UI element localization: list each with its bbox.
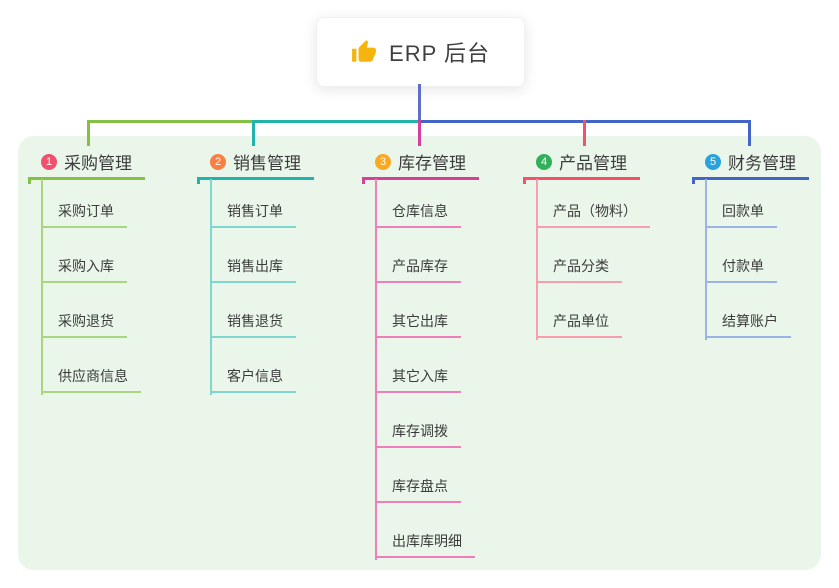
underline-corner-line xyxy=(523,177,526,184)
branch-title: 产品管理 xyxy=(559,154,627,173)
child-node[interactable]: 产品分类 xyxy=(536,256,622,283)
child-node[interactable]: 出库库明细 xyxy=(375,531,475,558)
child-node[interactable]: 回款单 xyxy=(705,201,777,228)
child-node[interactable]: 采购订单 xyxy=(41,201,127,228)
child-node[interactable]: 其它入库 xyxy=(375,366,461,393)
branch-title: 财务管理 xyxy=(728,154,796,173)
branch-trunk-line xyxy=(41,179,43,395)
branch-drop-line xyxy=(748,120,751,146)
priority-badge: 1 xyxy=(41,153,57,170)
child-node[interactable]: 供应商信息 xyxy=(41,366,141,393)
child-node[interactable]: 采购退货 xyxy=(41,311,127,338)
root-node[interactable]: ERP 后台 xyxy=(316,17,525,87)
branch-trunk-line xyxy=(375,179,377,560)
bus-line-segment xyxy=(87,120,252,123)
underline-corner-line xyxy=(197,177,200,184)
child-node[interactable]: 销售退货 xyxy=(210,311,296,338)
branch-trunk-line xyxy=(536,179,538,340)
branch-title: 销售管理 xyxy=(233,154,301,173)
underline-corner-line xyxy=(362,177,365,184)
child-node[interactable]: 库存盘点 xyxy=(375,476,461,503)
child-node[interactable]: 库存调拨 xyxy=(375,421,461,448)
child-node[interactable]: 采购入库 xyxy=(41,256,127,283)
child-node[interactable]: 产品库存 xyxy=(375,256,461,283)
priority-badge: 2 xyxy=(210,153,226,170)
root-node-label: ERP 后台 xyxy=(389,41,490,66)
bus-line-segment xyxy=(252,120,418,123)
child-node[interactable]: 仓库信息 xyxy=(375,201,461,228)
child-node[interactable]: 产品单位 xyxy=(536,311,622,338)
child-node[interactable]: 销售出库 xyxy=(210,256,296,283)
branch-title: 库存管理 xyxy=(398,154,466,173)
branch-header[interactable]: 4 产品管理 xyxy=(523,146,640,180)
priority-badge: 5 xyxy=(705,153,721,170)
branch-trunk-line xyxy=(705,179,707,340)
branch-drop-line xyxy=(87,120,90,146)
thumbs-up-icon xyxy=(352,40,376,62)
priority-badge: 4 xyxy=(536,153,552,170)
child-node[interactable]: 销售订单 xyxy=(210,201,296,228)
child-node[interactable]: 其它出库 xyxy=(375,311,461,338)
branch-header[interactable]: 3 库存管理 xyxy=(362,146,479,180)
branch-drop-line xyxy=(418,120,421,146)
child-node[interactable]: 产品（物料） xyxy=(536,201,650,228)
branches-panel xyxy=(18,136,821,570)
branch-header[interactable]: 2 销售管理 xyxy=(197,146,314,180)
underline-corner-line xyxy=(28,177,31,184)
child-node[interactable]: 结算账户 xyxy=(705,311,791,338)
branch-header[interactable]: 5 财务管理 xyxy=(692,146,809,180)
priority-badge: 3 xyxy=(375,153,391,170)
child-node[interactable]: 付款单 xyxy=(705,256,777,283)
underline-corner-line xyxy=(692,177,695,184)
branch-trunk-line xyxy=(210,179,212,395)
branch-drop-line xyxy=(252,120,255,146)
branch-header[interactable]: 1 采购管理 xyxy=(28,146,145,180)
child-node[interactable]: 客户信息 xyxy=(210,366,296,393)
branch-title: 采购管理 xyxy=(64,154,132,173)
branch-drop-line xyxy=(583,120,586,146)
root-connector-line xyxy=(418,84,421,123)
